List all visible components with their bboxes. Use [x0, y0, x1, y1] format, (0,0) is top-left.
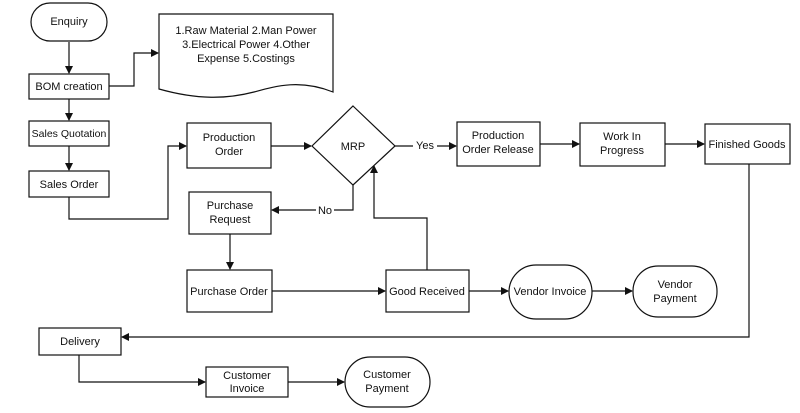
node-purchase-request-line-1: Purchase [207, 200, 253, 212]
node-production-order: Production Order [186, 122, 272, 169]
node-vendor-invoice: Vendor Invoice [508, 264, 593, 320]
node-purchase-order-label: Purchase Order [190, 286, 268, 298]
node-production-order-release: Production Order Release [456, 121, 541, 167]
node-purchase-request-line-2: Request [210, 214, 251, 226]
node-production-order-line-2: Order [215, 146, 243, 158]
node-vendor-payment-line-1: Vendor [658, 279, 693, 291]
edges [65, 42, 750, 386]
node-enquiry: Enquiry [30, 2, 108, 42]
node-mrp-label: MRP [341, 141, 365, 153]
edge-received-to-mrp [370, 165, 428, 270]
node-mrp: MRP [311, 105, 396, 186]
node-customer-invoice-line-1: Customer [223, 370, 271, 382]
edge-label-no: No [318, 205, 332, 217]
edge-delivery-to-cinvoice [78, 355, 206, 386]
node-production-order-release-line-1: Production [472, 130, 525, 142]
node-good-received: Good Received [385, 269, 470, 313]
node-production-order-release-line-2: Order Release [462, 144, 534, 156]
node-production-order-line-1: Production [203, 132, 256, 144]
edge-label-yes: Yes [416, 140, 434, 152]
edge-finished-to-delivery [121, 164, 750, 341]
node-vendor-invoice-label: Vendor Invoice [514, 286, 587, 298]
node-sales-quotation: Sales Quotation [28, 120, 110, 147]
node-sales-order: Sales Order [28, 170, 110, 198]
node-enquiry-label: Enquiry [50, 16, 88, 28]
node-sales-quotation-label: Sales Quotation [32, 128, 107, 140]
bom-note-line-2: 3.Electrical Power 4.Other [182, 39, 310, 51]
node-customer-payment-line-1: Customer [363, 369, 411, 381]
node-vendor-payment-line-2: Payment [653, 293, 696, 305]
node-customer-invoice-line-2: Invoice [230, 383, 265, 395]
node-bom-creation: BOM creation [28, 73, 110, 100]
node-customer-payment: Customer Payment [344, 356, 431, 408]
node-work-in-progress-line-2: Progress [600, 145, 645, 157]
edge-salesorder-to-production [68, 142, 187, 220]
node-bom-creation-label: BOM creation [35, 81, 102, 93]
node-work-in-progress-line-1: Work In [603, 131, 641, 143]
node-finished-goods-label: Finished Goods [708, 139, 786, 151]
node-purchase-request: Purchase Request [188, 191, 272, 235]
node-finished-goods: Finished Goods [704, 123, 791, 165]
bom-note-line-1: 1.Raw Material 2.Man Power [175, 25, 317, 37]
node-purchase-order: Purchase Order [186, 269, 273, 313]
bom-note-line-3: Expense 5.Costings [197, 53, 295, 65]
node-delivery-label: Delivery [60, 336, 100, 348]
node-delivery: Delivery [38, 327, 122, 356]
node-good-received-label: Good Received [389, 286, 465, 298]
edge-bom-to-note [109, 49, 159, 87]
node-work-in-progress: Work In Progress [579, 122, 666, 167]
node-vendor-payment: Vendor Payment [632, 265, 718, 318]
node-customer-payment-line-2: Payment [365, 383, 408, 395]
node-sales-order-label: Sales Order [40, 179, 99, 191]
node-customer-invoice: Customer Invoice [205, 366, 289, 398]
edge-mrp-no [271, 184, 354, 214]
node-bom-note: 1.Raw Material 2.Man Power 3.Electrical … [158, 13, 334, 98]
